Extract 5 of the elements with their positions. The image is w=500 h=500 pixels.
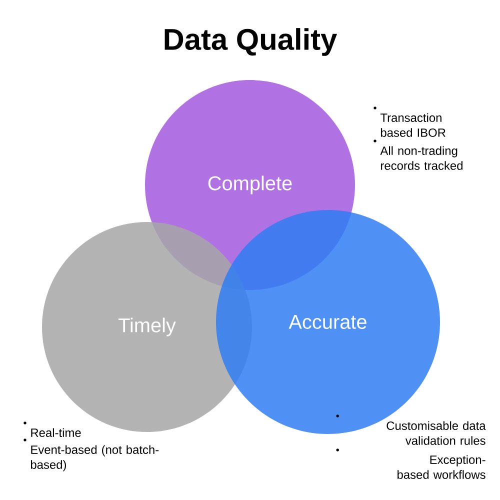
bullet-item: Transaction based IBOR bbox=[380, 113, 446, 137]
title: Data Quality bbox=[164, 28, 338, 56]
bullet-item: Exception-based workflows bbox=[398, 455, 486, 479]
bullet-item: Event-based (not batch-based) bbox=[30, 445, 159, 472]
bullet-item: All non-trading records tracked bbox=[380, 146, 462, 170]
